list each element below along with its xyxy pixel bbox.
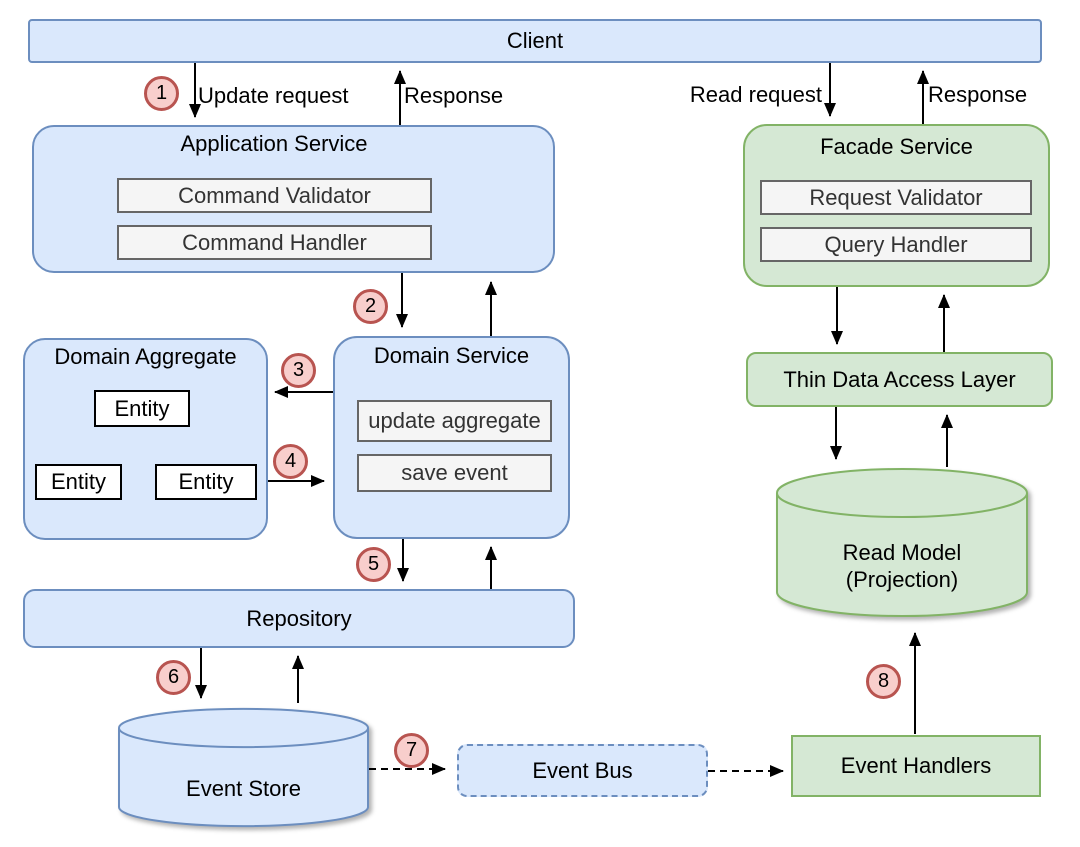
- response-query-label: Response: [928, 82, 1028, 107]
- node-event-handlers: Event Handlers: [791, 735, 1041, 797]
- node-application-service: Application Service Command Validator Co…: [32, 125, 555, 273]
- node-read-model: Read Model (Projection): [776, 467, 1028, 618]
- thin-data-access-layer-label: Thin Data Access Layer: [783, 366, 1016, 392]
- node-repository: Repository: [23, 589, 575, 648]
- step-badge-4: 4: [273, 444, 308, 479]
- step-badge-6: 6: [156, 660, 191, 695]
- node-domain-aggregate: Domain Aggregate Entity Entity Entity: [23, 338, 268, 540]
- read-model-sublabel: (Projection): [845, 567, 959, 592]
- save-event-box: save event: [357, 454, 552, 492]
- domain-service-label: Domain Service: [373, 343, 530, 368]
- node-client: Client: [28, 19, 1042, 63]
- event-store-cylinder-icon: [118, 707, 369, 828]
- step-badge-8: 8: [866, 664, 901, 699]
- read-request-label: Read request: [689, 82, 822, 107]
- response-command-label: Response: [404, 83, 504, 108]
- entity-right-box: Entity: [155, 464, 257, 500]
- entity-left-box: Entity: [35, 464, 122, 500]
- read-model-cylinder-icon: [776, 468, 1028, 617]
- repository-label: Repository: [246, 605, 352, 631]
- step-badge-5: 5: [356, 547, 391, 582]
- step-badge-1: 1: [144, 76, 179, 111]
- command-handler-box: Command Handler: [117, 225, 432, 260]
- event-handlers-label: Event Handlers: [840, 753, 992, 778]
- command-validator-box: Command Validator: [117, 178, 432, 213]
- event-store-label: Event Store: [186, 776, 301, 801]
- read-model-label: Read Model: [842, 540, 962, 565]
- event-bus-label: Event Bus: [532, 757, 633, 783]
- application-service-label: Application Service: [180, 131, 368, 156]
- node-event-bus: Event Bus: [457, 744, 708, 797]
- step-badge-2: 2: [353, 289, 388, 324]
- step-badge-7: 7: [394, 733, 429, 768]
- node-domain-service: Domain Service update aggregate save eve…: [333, 336, 570, 539]
- step-badge-3: 3: [281, 353, 316, 388]
- request-validator-box: Request Validator: [760, 180, 1032, 215]
- entity-root-box: Entity: [94, 390, 190, 427]
- client-label: Client: [506, 28, 564, 53]
- query-handler-box: Query Handler: [760, 227, 1032, 262]
- domain-aggregate-label: Domain Aggregate: [54, 344, 237, 369]
- node-event-store: Event Store: [118, 707, 369, 828]
- update-aggregate-box: update aggregate: [357, 400, 552, 442]
- facade-service-label: Facade Service: [820, 134, 973, 159]
- node-thin-data-access-layer: Thin Data Access Layer: [746, 352, 1053, 407]
- node-facade-service: Facade Service Request Validator Query H…: [743, 124, 1050, 287]
- update-request-label: Update request: [198, 83, 349, 108]
